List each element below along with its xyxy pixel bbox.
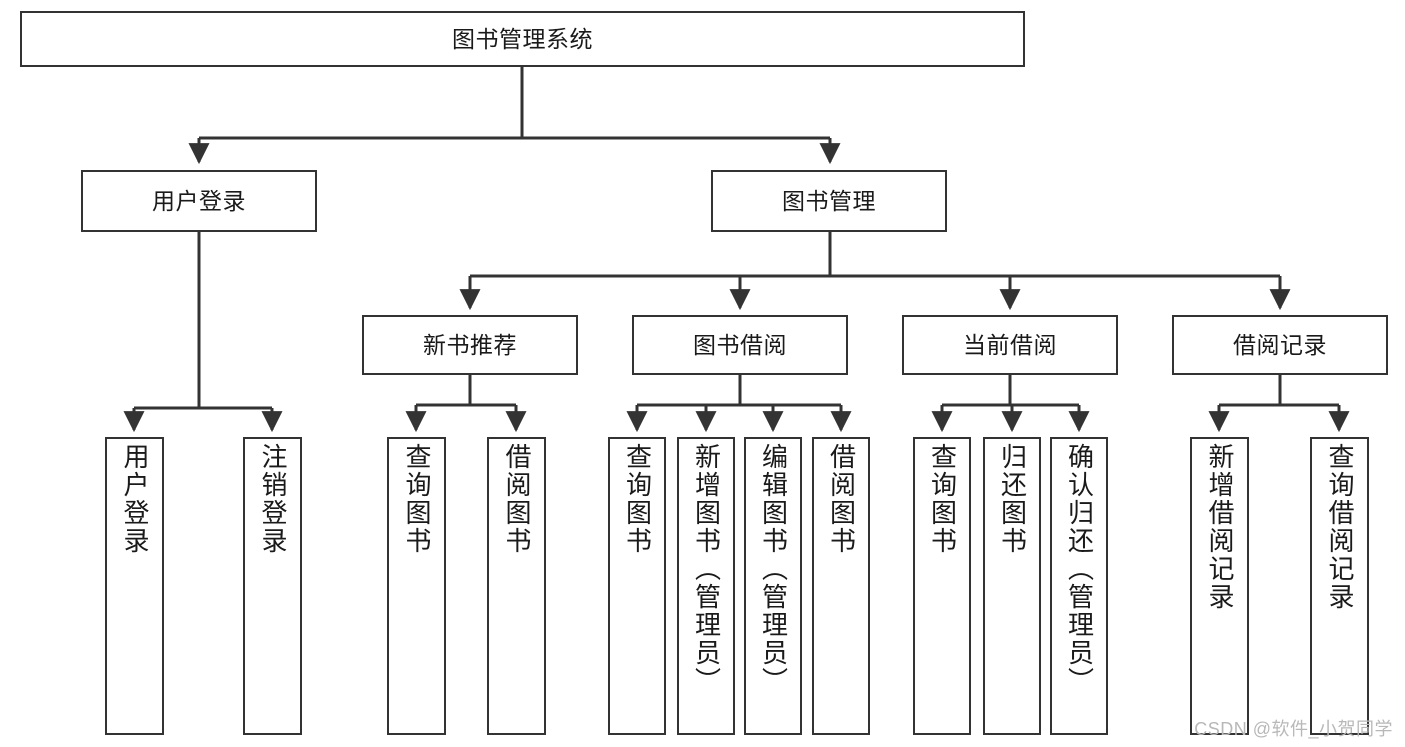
leaf-query-borrow-record[interactable]: 查询借阅记录 — [1310, 437, 1369, 735]
node-book-management-label: 图书管理 — [782, 187, 876, 214]
leaf-user-logout[interactable]: 注销登录 — [243, 437, 302, 735]
leaf-query-book-recommend[interactable]: 查询图书 — [387, 437, 446, 735]
leaf-confirm-return-admin-label: 确认归还（管理员） — [1064, 443, 1095, 695]
node-user-login-label: 用户登录 — [152, 187, 246, 214]
leaf-return-book-label: 归还图书 — [997, 443, 1028, 555]
node-user-login[interactable]: 用户登录 — [81, 170, 317, 232]
watermark: CSDN @软件_小贺同学 — [1194, 719, 1393, 739]
node-new-book-recommend[interactable]: 新书推荐 — [362, 315, 578, 375]
node-book-management[interactable]: 图书管理 — [711, 170, 947, 232]
leaf-query-book-current-label: 查询图书 — [927, 443, 958, 555]
leaf-query-book-current[interactable]: 查询图书 — [913, 437, 971, 735]
leaf-user-login[interactable]: 用户登录 — [105, 437, 164, 735]
leaf-borrow-book-recommend-label: 借阅图书 — [502, 443, 533, 555]
node-book-borrow-label: 图书借阅 — [693, 331, 787, 358]
leaf-add-borrow-record[interactable]: 新增借阅记录 — [1190, 437, 1249, 735]
leaf-add-book-admin-label: 新增图书（管理员） — [691, 443, 722, 695]
leaf-edit-book-admin[interactable]: 编辑图书（管理员） — [744, 437, 802, 735]
node-root-label: 图书管理系统 — [452, 25, 593, 52]
leaf-query-book-recommend-label: 查询图书 — [402, 443, 433, 555]
node-root[interactable]: 图书管理系统 — [20, 11, 1025, 67]
node-book-borrow[interactable]: 图书借阅 — [632, 315, 848, 375]
node-borrow-record[interactable]: 借阅记录 — [1172, 315, 1388, 375]
leaf-edit-book-admin-label: 编辑图书（管理员） — [758, 443, 789, 695]
node-borrow-record-label: 借阅记录 — [1233, 331, 1327, 358]
node-new-book-recommend-label: 新书推荐 — [423, 331, 517, 358]
leaf-confirm-return-admin[interactable]: 确认归还（管理员） — [1050, 437, 1108, 735]
leaf-borrow-book[interactable]: 借阅图书 — [812, 437, 870, 735]
leaf-query-book-borrow[interactable]: 查询图书 — [608, 437, 666, 735]
leaf-query-book-borrow-label: 查询图书 — [622, 443, 653, 555]
leaf-borrow-book-recommend[interactable]: 借阅图书 — [487, 437, 546, 735]
leaf-add-book-admin[interactable]: 新增图书（管理员） — [677, 437, 735, 735]
leaf-add-borrow-record-label: 新增借阅记录 — [1205, 443, 1236, 611]
node-current-borrow[interactable]: 当前借阅 — [902, 315, 1118, 375]
leaf-user-logout-label: 注销登录 — [258, 443, 289, 555]
leaf-return-book[interactable]: 归还图书 — [983, 437, 1041, 735]
leaf-query-borrow-record-label: 查询借阅记录 — [1325, 443, 1356, 611]
node-current-borrow-label: 当前借阅 — [963, 331, 1057, 358]
leaf-borrow-book-label: 借阅图书 — [826, 443, 857, 555]
leaf-user-login-label: 用户登录 — [120, 443, 151, 555]
